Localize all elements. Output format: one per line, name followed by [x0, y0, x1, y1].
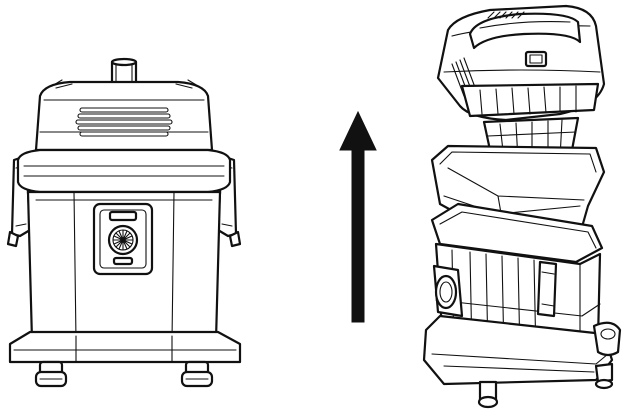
tank-base — [422, 314, 622, 386]
arrow-up-icon — [339, 110, 377, 323]
wheel-front — [477, 380, 499, 409]
container-rim — [16, 148, 232, 194]
vent-grille — [75, 107, 173, 137]
assembled-vacuum — [6, 57, 242, 388]
wheel-left — [34, 360, 68, 388]
tank-latch — [536, 260, 558, 318]
front-inlet-port — [432, 264, 464, 318]
wheel-back — [594, 362, 614, 390]
filter-fan-icon — [112, 229, 134, 251]
wheel-right — [180, 360, 214, 388]
top-vent — [487, 11, 525, 19]
filter-window — [92, 202, 154, 276]
exploded-vacuum — [422, 4, 622, 409]
motor-head — [34, 79, 214, 152]
base-tray — [8, 330, 242, 364]
carry-handle — [468, 12, 582, 50]
lifted-motor-head — [436, 4, 606, 122]
power-switch-icon — [524, 50, 548, 68]
side-vent — [451, 57, 477, 97]
